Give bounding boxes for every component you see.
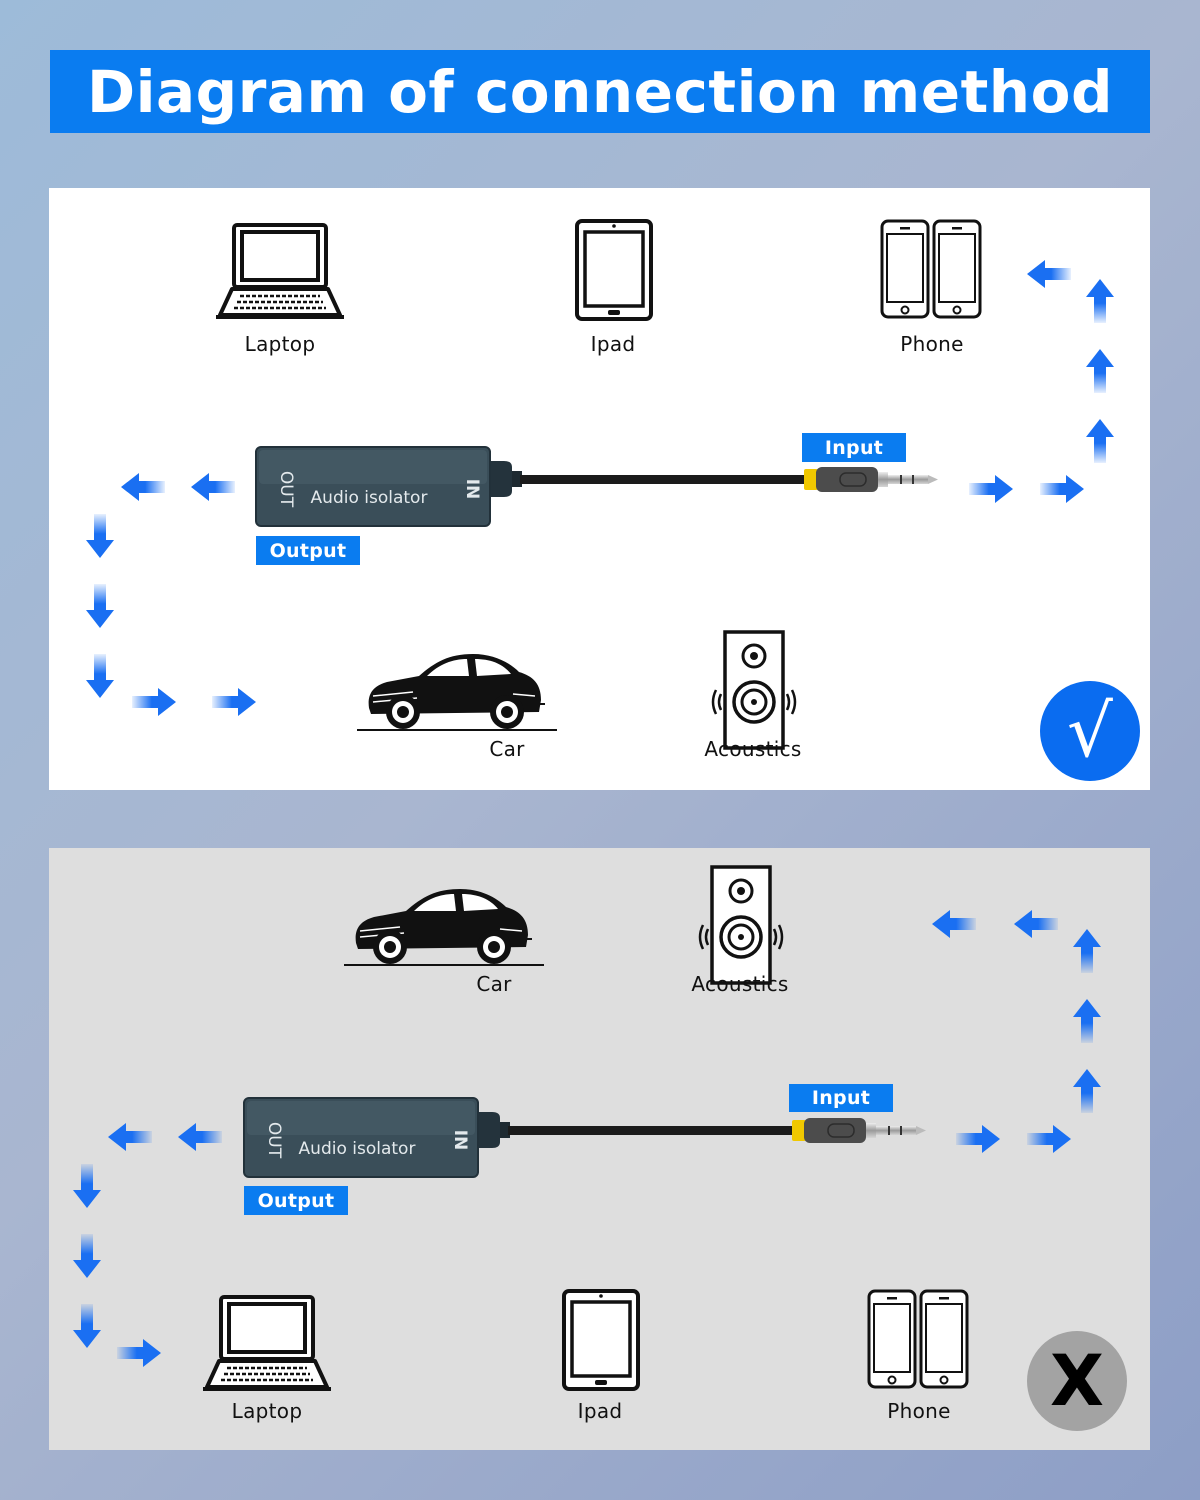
phone-icon: [882, 221, 980, 317]
status-mark: X: [1050, 1340, 1104, 1422]
title-banner: Diagram of connection method: [50, 50, 1150, 133]
speaker-icon: [711, 630, 797, 750]
in-port-label: IN: [450, 1130, 470, 1151]
device-label-car: Car: [489, 737, 525, 761]
device-label-acoustics: Acoustics: [691, 972, 789, 996]
device-label-phone: Phone: [887, 1399, 951, 1423]
out-port-label: OUT: [276, 471, 296, 508]
input-tag: Input: [789, 1084, 893, 1112]
audio-isolator-device: OUT IN Audio isolator: [255, 446, 939, 527]
phone-icon: [869, 1291, 967, 1387]
audio-cable-plug: [487, 460, 939, 498]
cross-icon: X: [1027, 1331, 1127, 1431]
correct-connection-panel: OUT IN Audio isolator Laptop Ipad Phone …: [49, 188, 1150, 790]
speaker-icon: [698, 865, 784, 985]
check-icon: √: [1040, 681, 1140, 781]
flow-arrows: [86, 260, 1114, 716]
car-icon: [356, 653, 558, 731]
correct-diagram-graphics: OUT IN Audio isolator: [86, 219, 1114, 750]
isolator-name: Audio isolator: [299, 1139, 416, 1159]
audio-cable-plug: [475, 1111, 927, 1149]
wrong-connection-panel: OUT IN Audio isolator Car Acoustics Lapt…: [49, 848, 1150, 1450]
laptop-icon: [214, 223, 346, 321]
device-label-laptop: Laptop: [231, 1399, 303, 1423]
out-port-label: OUT: [264, 1122, 284, 1159]
input-tag: Input: [802, 433, 906, 462]
audio-isolator-device: OUT IN Audio isolator: [243, 1097, 927, 1178]
wrong-diagram-graphics: OUT IN Audio isolator: [73, 865, 1101, 1393]
laptop-icon: [201, 1295, 333, 1393]
device-label-laptop: Laptop: [244, 332, 316, 356]
device-label-acoustics: Acoustics: [704, 737, 802, 761]
in-port-label: IN: [462, 479, 482, 500]
car-icon: [343, 888, 545, 966]
isolator-name: Audio isolator: [311, 488, 428, 508]
status-mark: √: [1067, 689, 1113, 773]
tablet-icon: [562, 1289, 640, 1391]
device-label-ipad: Ipad: [590, 332, 636, 356]
output-tag: Output: [256, 536, 360, 565]
output-tag: Output: [244, 1186, 348, 1215]
device-label-car: Car: [476, 972, 512, 996]
device-label-phone: Phone: [900, 332, 964, 356]
tablet-icon: [575, 219, 653, 321]
device-label-ipad: Ipad: [577, 1399, 623, 1423]
page-title: Diagram of connection method: [87, 57, 1113, 126]
